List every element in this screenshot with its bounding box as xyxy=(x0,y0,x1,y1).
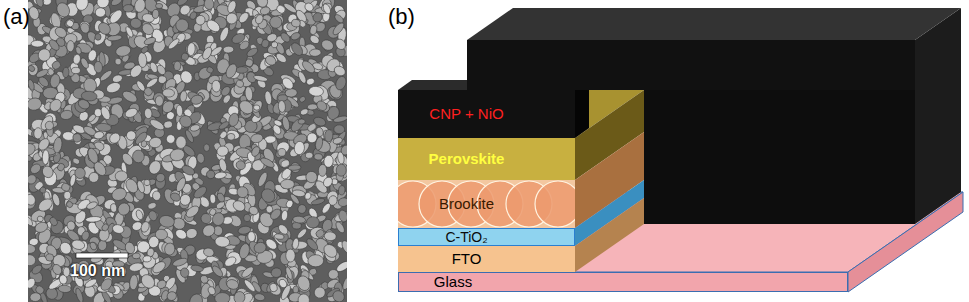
layer-label: C-TiO₂ xyxy=(445,229,487,245)
panel-label: (a) xyxy=(3,4,30,30)
scale-label: 100 nm xyxy=(70,262,125,280)
layer-label: Glass xyxy=(434,273,472,291)
layer-band: Brookite xyxy=(398,180,575,228)
electrode-drape xyxy=(644,90,915,224)
brookite-particles xyxy=(398,180,575,228)
layer-band: FTO xyxy=(398,246,575,272)
layer-band: Glass xyxy=(398,272,848,292)
panel-label: (b) xyxy=(388,4,415,30)
layer-label: CNP + NiO xyxy=(429,91,503,137)
scale-bar xyxy=(76,253,128,258)
layer-band: C-TiO₂ xyxy=(398,228,575,246)
electrode-side-face xyxy=(915,8,961,224)
electrode-front-face xyxy=(467,40,915,90)
layer-label: Perovskite xyxy=(429,139,505,179)
layer-label: Brookite xyxy=(439,181,494,227)
layer-band: Perovskite xyxy=(398,138,575,180)
sem-image xyxy=(28,0,347,302)
layer-band: CNP + NiO xyxy=(398,90,575,138)
layer-label: FTO xyxy=(452,247,482,271)
electrode-top-face xyxy=(467,8,961,40)
